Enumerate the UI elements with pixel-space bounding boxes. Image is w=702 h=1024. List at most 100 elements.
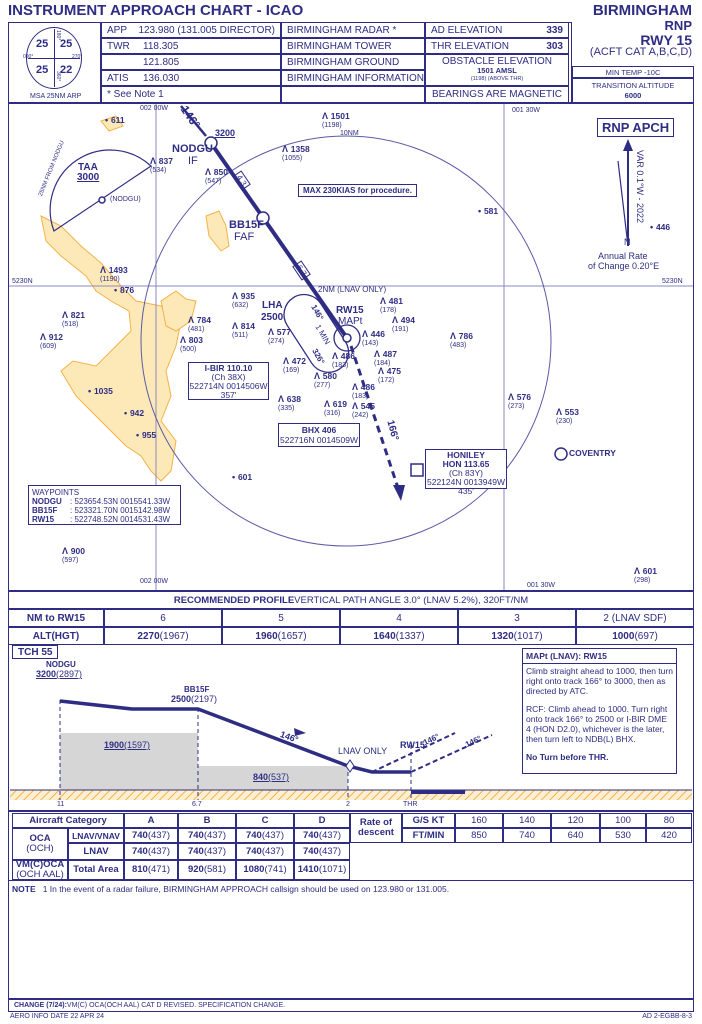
profile-nm: 6 [104, 609, 222, 627]
obstacle-icon: Λ [508, 392, 515, 402]
10nm-ring [140, 135, 552, 547]
missed-climb-2 [410, 734, 493, 773]
obstacle-icon: Λ [314, 371, 321, 381]
comm-service: BIRMINGHAM INFORMATION [281, 70, 425, 86]
obstacle-icon: Λ [205, 167, 212, 177]
comm-freq: 121.805 [143, 56, 180, 68]
obstacle: Λ 638(335) [278, 394, 301, 413]
obstacle-icon: Λ [352, 401, 359, 411]
obstacle-icon: Λ [232, 291, 239, 301]
profile-alt: 1320(1017) [458, 627, 576, 645]
profile-title: RECOMMENDED PROFILE VERTICAL PATH ANGLE … [8, 591, 694, 609]
taa-nodgu-symbol [98, 196, 106, 204]
spot-elevation: • 581 [478, 206, 499, 216]
taa-label: TAA [78, 162, 98, 173]
page-id: AD 2-EGBB-8-3 [642, 1013, 692, 1020]
lnav-only-label: LNAV ONLY [338, 746, 388, 756]
obstacle: Λ 837(534) [150, 156, 173, 175]
lnav-label: LNAV [68, 843, 124, 860]
obstacle: Λ 784(481) [188, 315, 211, 334]
bearings-note: BEARINGS ARE MAGNETIC [425, 86, 569, 103]
aero-info-date: AERO INFO DATE 22 APR 24 [10, 1013, 105, 1020]
msa-bearing-west: 090° [23, 54, 34, 60]
msa-bearing-east: 270° [72, 54, 83, 60]
speed-restriction: MAX 230KIAS for procedure. [298, 184, 417, 197]
obstacle: Λ 553(230) [556, 407, 579, 426]
rw15-fix-symbol [342, 333, 352, 343]
holding-pattern [283, 293, 350, 373]
meridian-label-w: 002 00W [140, 105, 169, 112]
obstacle-icon: Λ [283, 356, 290, 366]
missed-climb-1 [371, 732, 456, 773]
nm-to-rw15-label: NM to RW15 [8, 609, 104, 627]
spot-dot-icon: • [124, 408, 128, 418]
obstacle: Λ 850(547) [205, 167, 228, 186]
category-header: C [236, 813, 294, 828]
descent-profile [59, 699, 411, 774]
waypoint-row: RW15: 522748.52N 0014531.43W [32, 515, 171, 524]
obstacle-icon: Λ [352, 382, 359, 392]
spot-dot-icon: • [232, 472, 236, 482]
obstacle: Λ 475(172) [378, 366, 401, 385]
msa-se: 22 [60, 64, 73, 76]
profile-graphics [10, 699, 692, 800]
minima-value: 740(437) [124, 828, 178, 843]
missed-approach-track [349, 345, 401, 492]
category-header: A [124, 813, 178, 828]
chart-title: INSTRUMENT APPROACH CHART - ICAO [8, 2, 304, 19]
obstacle-icon: Λ [268, 327, 275, 337]
lnav-vnav-label: LNAV/VNAV [68, 828, 124, 843]
spot-dot-icon: • [478, 206, 482, 216]
obstacle-icon: Λ [62, 546, 69, 556]
msa-bearing-north: 180° [55, 30, 61, 41]
plan-view-graphics [9, 104, 693, 590]
obstacle: Λ 494(191) [392, 315, 415, 334]
msa-ne: 25 [60, 38, 73, 50]
obstacle: Λ 446(143) [362, 329, 385, 348]
comm-service: BIRMINGHAM TOWER [281, 38, 425, 54]
obstacle: Λ 545(242) [352, 401, 375, 420]
gs-kt-label: G/S KT [402, 813, 455, 828]
obstacle: Λ 619(316) [324, 399, 347, 418]
obstacle-icon: Λ [378, 366, 385, 376]
alt-hgt-label: ALT(HGT) [8, 627, 104, 645]
spot-elevation: • 942 [124, 408, 145, 418]
descent-rate: 530 [600, 828, 646, 843]
parallel-label: 5230N [12, 278, 33, 285]
note: NOTE 1 In the event of a radar failure, … [12, 884, 450, 894]
missed-approach-box: MAPt (LNAV): RW15 Climb straight ahead t… [522, 648, 677, 774]
spot-elevation: • 611 [105, 115, 125, 125]
ft-min-label: FT/MIN [402, 828, 455, 843]
profile-nm: 3 [458, 609, 576, 627]
obstacle: Λ 803(500) [180, 335, 203, 354]
ground-speed: 140 [503, 813, 551, 828]
obstacle: Λ 912(609) [40, 332, 63, 351]
aircraft-categories: (ACFT CAT A,B,C,D) [589, 46, 692, 58]
magnetic-north-arrow [617, 160, 629, 247]
profile-alt: 1960(1657) [222, 627, 340, 645]
oca-box-2 [198, 766, 348, 790]
procedure-type: RNP [664, 18, 692, 33]
comm-service: BIRMINGHAM GROUND [281, 54, 425, 70]
comm-freq: 123.980 (131.005 DIRECTOR) [138, 24, 275, 36]
profile-alt: 1000(697) [576, 627, 694, 645]
ground-hatch [10, 790, 692, 800]
oca-box-1-label: 1900(1597) [104, 740, 151, 750]
obstacle: Λ 601(298) [634, 566, 657, 585]
obstacle-icon: Λ [188, 315, 195, 325]
msa-circle [26, 27, 82, 89]
ring-label: 10NM [340, 130, 359, 137]
2nm-circle [333, 324, 361, 352]
nodgu-label: NODGU [172, 143, 213, 155]
ground-speed: 80 [646, 813, 692, 828]
honiley-vor-symbol [410, 463, 424, 477]
descent-rate: 850 [455, 828, 503, 843]
coventry-label: COVENTRY [569, 448, 616, 458]
vm-oca-label: VM(C)OCA(OCH AAL) [12, 860, 68, 880]
profile-nm: 5 [222, 609, 340, 627]
tch: TCH 55 [12, 645, 58, 659]
